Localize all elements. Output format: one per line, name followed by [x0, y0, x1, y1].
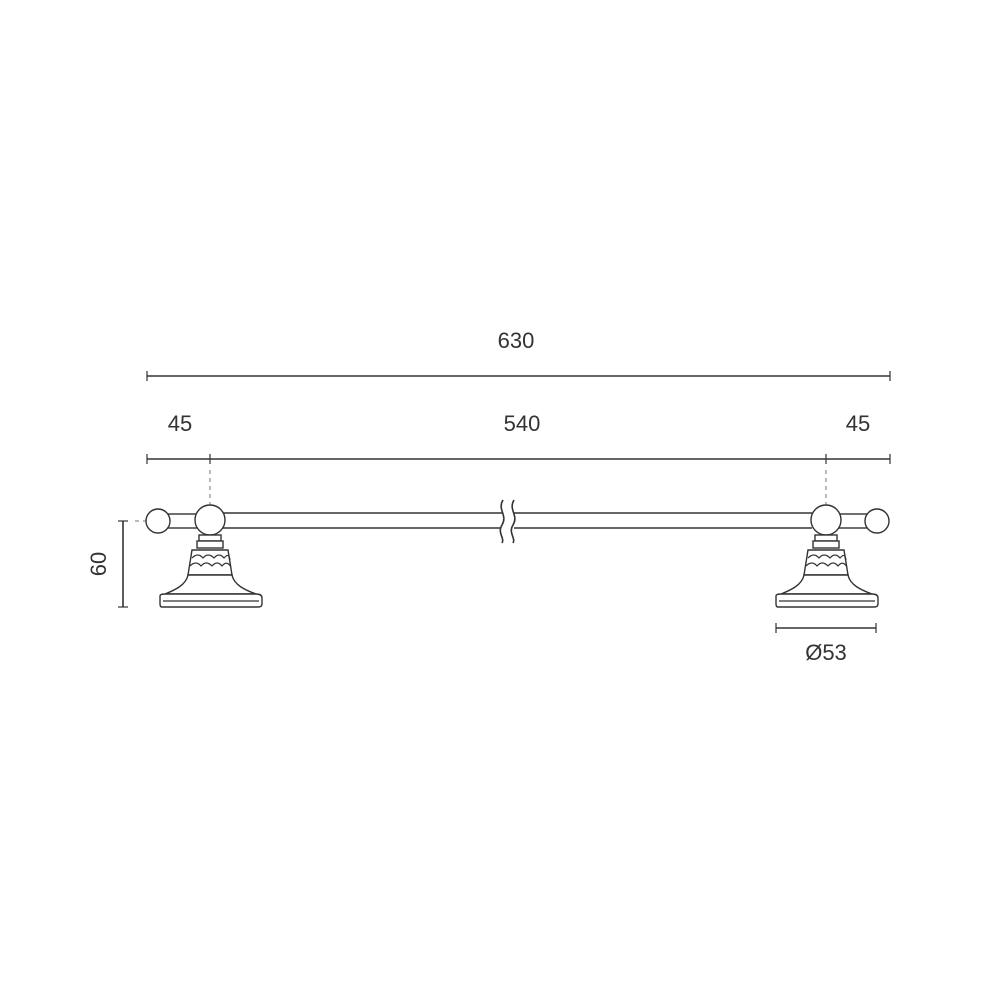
break-symbol: [499, 499, 505, 544]
right-end-ball: [864, 508, 890, 534]
segment-dimensions: 45 540 45: [146, 411, 891, 464]
overall-length-label: 630: [498, 328, 535, 353]
overall-length-dimension: 630: [146, 328, 891, 381]
center-span-label: 540: [504, 411, 541, 436]
towel-bar: [159, 499, 877, 544]
left-mount: [145, 504, 263, 608]
height-label: 60: [86, 552, 111, 576]
left-overhang-label: 45: [168, 411, 192, 436]
height-dimension: 60: [86, 520, 128, 608]
right-overhang-label: 45: [846, 411, 870, 436]
base-diameter-label: Ø53: [805, 640, 847, 665]
base-diameter-dimension: Ø53: [775, 623, 877, 665]
right-mount: [775, 504, 890, 608]
left-end-ball: [145, 508, 171, 534]
